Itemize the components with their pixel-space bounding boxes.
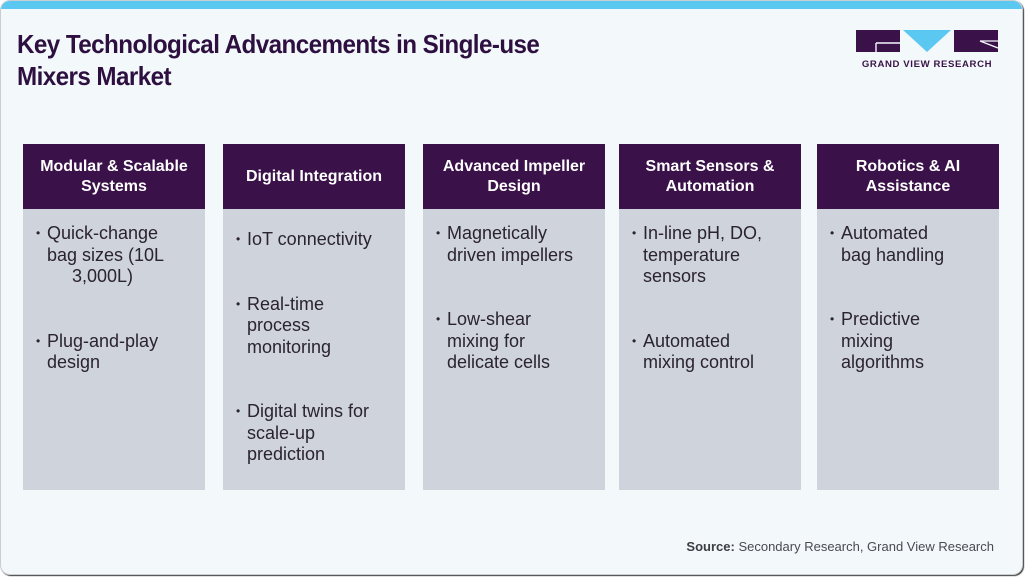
bullet-icon: •: [436, 312, 441, 326]
list-item: • Predictive mixing algorithms: [828, 309, 989, 374]
bullet-icon: •: [36, 226, 41, 240]
list-item: • Automated bag handling: [828, 223, 989, 266]
column-robotics-ai: Robotics & AI Assistance • Automated bag…: [817, 144, 999, 490]
source-text: Secondary Research, Grand View Research: [738, 539, 994, 554]
column-body: • Magnetically driven impellers • Low-sh…: [423, 209, 605, 490]
column-digital-integration: Digital Integration • IoT connectivity •…: [223, 144, 405, 490]
list-item: • IoT connectivity: [234, 229, 395, 251]
column-smart-sensors: Smart Sensors & Automation • In-line pH,…: [619, 144, 801, 490]
list-item: • Automated mixing control: [630, 331, 791, 374]
grand-view-research-logo: GRAND VIEW RESEARCH: [856, 30, 998, 72]
source-label: Source:: [686, 539, 735, 554]
title-line-1: Key Technological Advancements in Single…: [17, 29, 540, 59]
page-title: Key Technological Advancements in Single…: [17, 28, 668, 92]
bullet-icon: •: [436, 226, 441, 240]
list-item-text: Low-shear mixing for delicate cells: [447, 309, 551, 372]
column-advanced-impeller: Advanced Impeller Design • Magnetically …: [423, 144, 605, 490]
column-body: • Automated bag handling • Predictive mi…: [817, 209, 999, 490]
logo-wordmark: GRAND VIEW RESEARCH: [861, 59, 993, 70]
list-item: • Magnetically driven impellers: [434, 223, 595, 266]
list-item-text: Plug-and-play design: [47, 330, 159, 373]
column-heading: Smart Sensors & Automation: [619, 144, 801, 209]
column-body: • In-line pH, DO, temperature sensors • …: [619, 209, 801, 490]
column-heading: Advanced Impeller Design: [423, 144, 605, 209]
gvr-logo-mark-icon: [856, 30, 998, 52]
bullet-icon: •: [632, 333, 637, 348]
bullet-icon: •: [830, 312, 835, 326]
list-item-text: Real-time process monitoring: [247, 293, 332, 357]
list-item: • Plug-and-play design: [34, 331, 195, 374]
bullet-icon: •: [36, 333, 41, 348]
bullet-icon: •: [236, 296, 241, 311]
top-accent-bar: [1, 1, 1022, 9]
source-note: Source: Secondary Research, Grand View R…: [686, 539, 994, 554]
list-item-text: In-line pH, DO, temperature sensors: [643, 223, 763, 286]
bullet-icon: •: [236, 232, 241, 246]
bullet-icon: •: [830, 226, 835, 240]
column-modular-scalable: Modular & Scalable Systems • Quick-chang…: [23, 144, 205, 490]
list-item-text: Automated bag handling: [841, 223, 945, 265]
list-item-text: IoT connectivity: [247, 229, 372, 249]
title-line-2: Mixers Market: [17, 61, 172, 91]
list-item-text: Predictive mixing algorithms: [841, 309, 925, 372]
bullet-icon: •: [236, 404, 241, 418]
column-heading: Modular & Scalable Systems: [23, 144, 205, 209]
list-item: • Digital twins for scale-up prediction: [234, 401, 395, 466]
list-item-text: Magnetically driven impellers: [447, 223, 574, 265]
column-heading: Robotics & AI Assistance: [817, 144, 999, 209]
list-item: • Real-time process monitoring: [234, 294, 395, 359]
list-item: • In-line pH, DO, temperature sensors: [630, 223, 791, 288]
column-heading: Digital Integration: [223, 144, 405, 209]
column-body: • IoT connectivity • Real-time process m…: [223, 209, 405, 490]
list-item: • Low-shear mixing for delicate cells: [434, 309, 595, 374]
advancement-columns: Modular & Scalable Systems • Quick-chang…: [23, 144, 999, 490]
list-item-text: Automated mixing control: [643, 330, 755, 373]
bullet-icon: •: [632, 226, 637, 240]
list-item-text: Digital twins for scale-up prediction: [247, 401, 370, 464]
